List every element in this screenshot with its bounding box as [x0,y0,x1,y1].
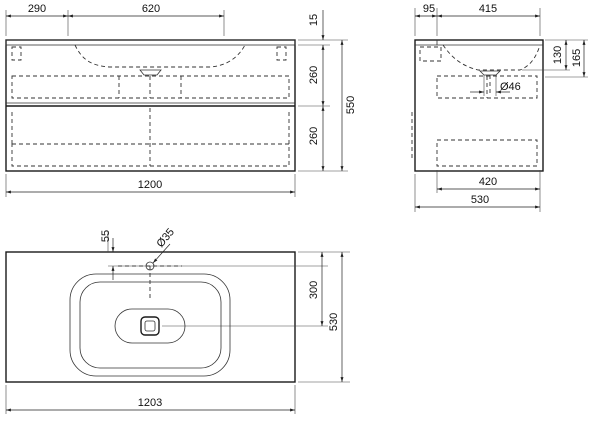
dim-top-530: 530 [328,313,340,331]
dim-side-drain-diameter: Ø46 [500,81,521,93]
side-bowl-hidden-line [442,44,541,71]
dim-side-165: 165 [571,49,583,67]
dim-front-290: 290 [28,3,46,15]
dim-front-260-lower: 260 [308,127,320,145]
top-drain [140,316,160,336]
front-bowl-hidden-line [74,44,246,68]
dim-front-260-upper: 260 [308,66,320,84]
dim-top-1203: 1203 [138,397,162,409]
dim-front-620: 620 [142,3,160,15]
top-countertop-outline [5,251,296,383]
dim-side-530: 530 [471,194,489,206]
front-bracket-left [11,46,22,61]
dim-side-415: 415 [479,3,497,15]
front-countertop [5,39,296,46]
side-drain [479,70,501,76]
dim-top-55: 55 [100,230,112,242]
front-view: 290 620 15 260 260 550 1200 [5,3,357,197]
side-lower-drawer-hidden [436,139,538,167]
dim-front-1200: 1200 [138,179,162,191]
front-bracket-right [276,46,287,61]
top-view: 55 Ø35 300 530 1203 [5,226,350,414]
side-view: 95 415 130 165 Ø46 420 530 [411,3,588,212]
side-cabinet-outline [414,39,544,172]
front-upper-drawer-hidden [11,75,290,99]
dim-front-15: 15 [308,14,320,26]
dim-front-550: 550 [345,96,357,114]
front-drain [139,69,162,76]
dim-side-420: 420 [479,176,497,188]
dim-side-95: 95 [423,3,435,15]
dim-top-300: 300 [308,281,320,299]
dim-top-tap-diameter: Ø35 [154,226,177,250]
top-basin-inner [79,281,222,369]
side-bracket [419,46,442,62]
front-lower-drawer-hidden [11,143,290,167]
dim-side-130: 130 [552,46,564,64]
